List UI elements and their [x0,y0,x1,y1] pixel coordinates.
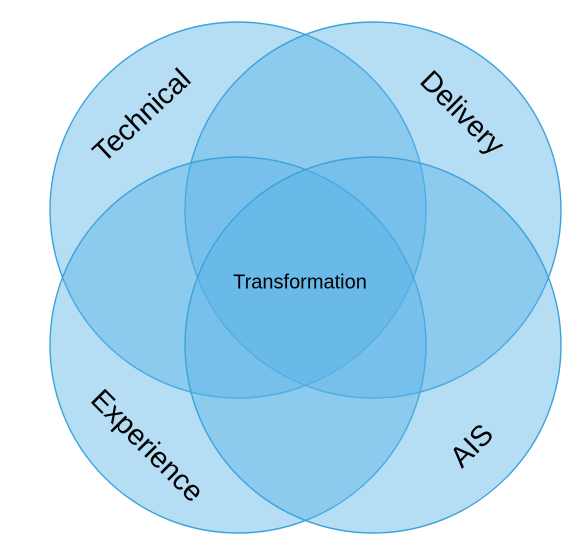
center-label: Transformation [233,271,367,293]
delivery-circle [184,21,562,399]
technical-circle [49,21,427,399]
ais-circle [184,156,562,534]
experience-circle [49,156,427,534]
